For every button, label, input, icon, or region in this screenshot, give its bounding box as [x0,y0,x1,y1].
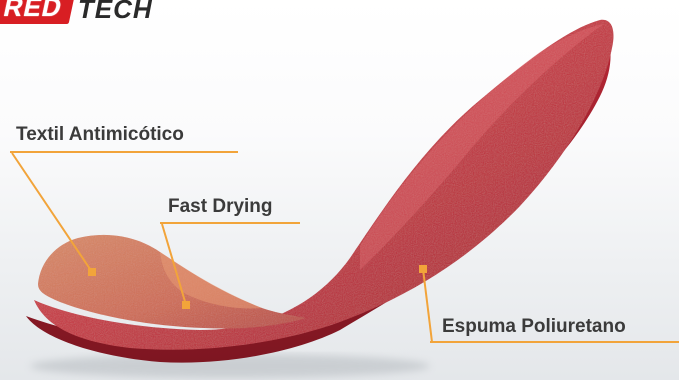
label-espuma-poliuretano: Espuma Poliuretano [442,316,626,338]
marker-espuma [419,265,427,273]
marker-fast [182,301,190,309]
label-fast-drying: Fast Drying [168,196,273,218]
marker-textil [88,268,96,276]
label-textil-antimicotico: Textil Antimicótico [16,124,184,146]
